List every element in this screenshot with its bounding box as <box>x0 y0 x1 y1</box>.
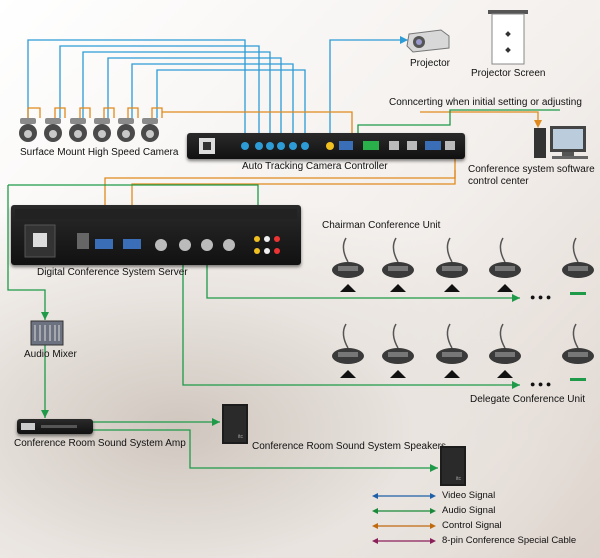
arrow-head <box>212 418 220 426</box>
speakers-label: Conference Room Sound System Speakers <box>252 441 446 452</box>
camera-icon <box>141 118 159 142</box>
arrow-head <box>400 36 408 44</box>
chairman-unit-icon <box>382 237 414 292</box>
double-arrow-icon <box>372 537 436 544</box>
double-arrow-icon <box>372 492 436 499</box>
delegate-bus-line <box>182 260 520 386</box>
arrow-head <box>430 464 438 472</box>
video-line-2 <box>59 45 260 138</box>
delegate-unit-icon <box>489 323 521 378</box>
audio-mixer <box>30 320 64 346</box>
chairman-unit-icon <box>489 237 521 292</box>
legend-control-label: Control Signal <box>442 520 502 531</box>
chairman-unit-icon <box>332 237 364 292</box>
amplifier <box>17 419 93 434</box>
server-label: Digital Conference System Server <box>37 267 188 278</box>
server-panel <box>15 209 297 258</box>
arrow-head <box>512 294 520 302</box>
video-lines <box>27 39 408 138</box>
audio-to-mixer-line <box>7 185 46 320</box>
audio-lines <box>7 109 560 469</box>
arrow-head <box>41 410 49 418</box>
video-line-1 <box>27 39 246 138</box>
video-arrows <box>400 36 408 44</box>
delegate-unit-icon <box>332 323 364 378</box>
delegate-unit-icon <box>436 323 468 378</box>
cameras-label: Surface Mount High Speed Camera <box>20 147 179 158</box>
projector-icon <box>406 29 450 53</box>
camera-control-line <box>162 111 353 138</box>
delegate-unit-icons <box>332 323 594 381</box>
double-arrow-icon <box>372 522 436 529</box>
chairman-units <box>330 236 600 296</box>
amp-label: Conference Room Sound System Amp <box>14 438 186 449</box>
screen-label: Projector Screen <box>471 68 546 79</box>
connect-note: Conncerting when initial setting or adju… <box>389 97 582 108</box>
camera-icon <box>44 118 62 142</box>
chairman-unit-icon <box>562 237 594 295</box>
speaker-1: itc <box>222 404 248 444</box>
video-line-3 <box>82 51 271 138</box>
camera-icons <box>19 118 159 142</box>
controller-audio-line <box>357 109 560 140</box>
svg-text:itc: itc <box>456 476 462 482</box>
audio-arrows <box>41 294 520 472</box>
svg-text:itc: itc <box>238 434 244 440</box>
pc-label-line1: Conference system software <box>468 164 595 175</box>
camera-icon <box>117 118 135 142</box>
controller-label: Auto Tracking Camera Controller <box>242 161 388 172</box>
pc-control-line <box>420 111 539 125</box>
pc-icon <box>534 126 588 159</box>
amp-panel <box>21 423 77 430</box>
double-arrow-icon <box>372 507 436 514</box>
speaker-icon: itc <box>222 404 248 444</box>
chairman-label: Chairman Conference Unit <box>322 220 441 231</box>
legend-video-label: Video Signal <box>442 490 496 501</box>
delegate-label: Delegate Conference Unit <box>470 394 586 405</box>
legend-audio: Audio Signal <box>372 505 495 516</box>
controller-panel <box>199 138 455 154</box>
camera-icon <box>93 118 111 142</box>
delegate-unit-icon <box>562 323 594 381</box>
pc <box>532 124 592 162</box>
delegate-unit-icon <box>382 323 414 378</box>
legend-audio-label: Audio Signal <box>442 505 496 516</box>
legend-control: Control Signal <box>372 520 502 531</box>
chairman-bus-line <box>206 260 520 299</box>
projector-label: Projector <box>410 58 451 69</box>
video-line-5 <box>131 63 294 138</box>
video-line-4 <box>107 57 282 138</box>
control-arrows <box>534 120 542 128</box>
pc-label-line2: control center <box>468 176 529 187</box>
amp-to-speaker2-line <box>92 429 438 469</box>
arrow-head <box>41 312 49 320</box>
video-line-projector <box>329 39 408 138</box>
speaker-icon: itc <box>440 446 466 486</box>
camera-control-chain <box>27 107 163 118</box>
video-line-6 <box>156 69 306 138</box>
legend-cable: 8-pin Conference Special Cable <box>372 535 576 546</box>
projector-screen <box>488 10 528 66</box>
delegate-ellipsis: ● ● ● <box>530 379 552 389</box>
speaker-2: itc <box>440 446 466 486</box>
projector <box>405 26 451 54</box>
legend-cable-label: 8-pin Conference Special Cable <box>442 535 577 546</box>
arrow-head <box>512 381 520 389</box>
chairman-unit-icons <box>332 237 594 295</box>
camera-icon <box>69 118 87 142</box>
mixer-label: Audio Mixer <box>24 349 77 360</box>
legend-video: Video Signal <box>372 490 495 501</box>
mixer-icon <box>30 320 64 346</box>
camera-icon <box>19 118 37 142</box>
camera-controller <box>187 133 465 159</box>
arrow-head <box>534 120 542 128</box>
conference-server <box>11 205 301 265</box>
chairman-ellipsis: ● ● ● <box>530 292 552 302</box>
delegate-units <box>330 322 600 382</box>
screen-icon <box>488 10 528 65</box>
chairman-unit-icon <box>436 237 468 292</box>
camera-group <box>18 116 168 146</box>
